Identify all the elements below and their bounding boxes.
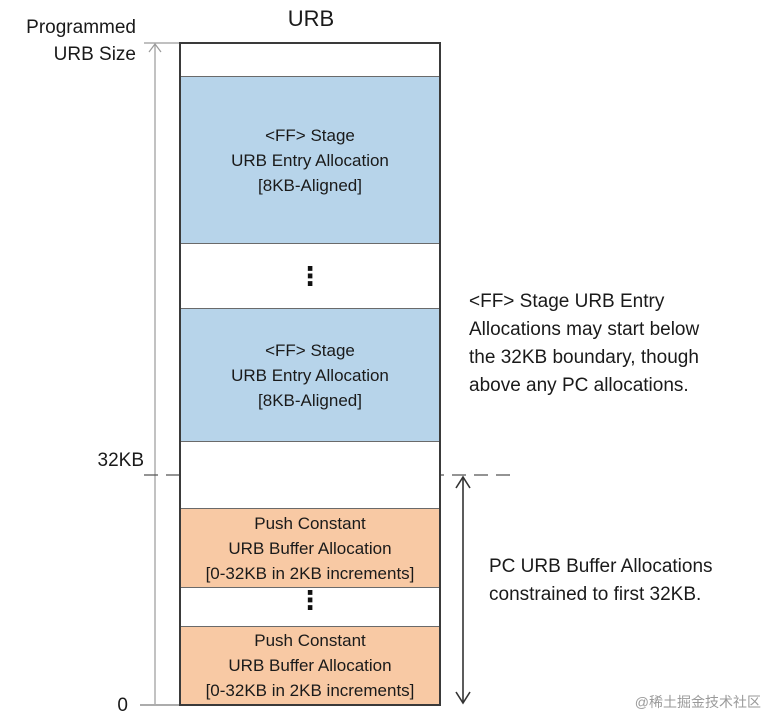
push-constant-block-lower: Push Constant URB Buffer Allocation [0-3… [181,626,439,704]
pc-block-lower-line3: [0-32KB in 2KB increments] [205,681,415,700]
ff-block-upper-line2: URB Entry Allocation [231,150,389,170]
ff-note-line4: above any PC allocations. [469,375,689,396]
programmed-urb-size-label: Programmed URB Size [0,14,136,68]
pc-block-lower-line2: URB Buffer Allocation [228,656,392,675]
urb-title: URB [287,6,335,31]
ff-note-line1: <FF> Stage URB Entry [469,291,665,312]
ff-allocation-note: <FF> Stage URB Entry Allocations may sta… [469,288,699,400]
size-dimension-line [144,42,180,704]
mark-zero-label: 0 [117,695,128,716]
ff-block-lower-line1: <FF> Stage [265,340,355,360]
axis-title-line2: URB Size [53,44,136,65]
pc-allocation-note: PC URB Buffer Allocations constrained to… [489,553,713,609]
ff-note-line2: Allocations may start below [469,319,700,340]
mark-32kb-label: 32KB [97,450,144,471]
pc-block-upper-line2: URB Buffer Allocation [228,538,392,558]
axis-title-line1: Programmed [26,17,136,38]
ff-block-upper-line1: <FF> Stage [265,125,355,145]
urb-memory-box: <FF> Stage URB Entry Allocation [8KB-Ali… [179,42,441,706]
pc-block-lower-line1: Push Constant [254,631,366,650]
watermark: @稀土掘金技术社区 [634,694,761,710]
ff-stage-block-lower: <FF> Stage URB Entry Allocation [8KB-Ali… [181,308,439,442]
pc-range-arrow [455,475,471,705]
ellipsis-upper: ⋮ [297,261,323,291]
ff-stage-block-upper: <FF> Stage URB Entry Allocation [8KB-Ali… [181,76,439,244]
pc-note-line1: PC URB Buffer Allocations [489,556,713,577]
push-constant-block-upper: Push Constant URB Buffer Allocation [0-3… [181,508,439,588]
ellipsis-lower: ⋮ [297,585,323,615]
pc-block-upper-line3: [0-32KB in 2KB increments] [205,563,415,583]
ff-note-line3: the 32KB boundary, though [469,347,699,368]
ff-block-upper-line3: [8KB-Aligned] [258,175,362,195]
pc-block-upper-line1: Push Constant [254,513,366,533]
pc-note-line2: constrained to first 32KB. [489,584,702,605]
ff-block-lower-line2: URB Entry Allocation [231,365,389,385]
ff-block-lower-line3: [8KB-Aligned] [258,390,362,410]
